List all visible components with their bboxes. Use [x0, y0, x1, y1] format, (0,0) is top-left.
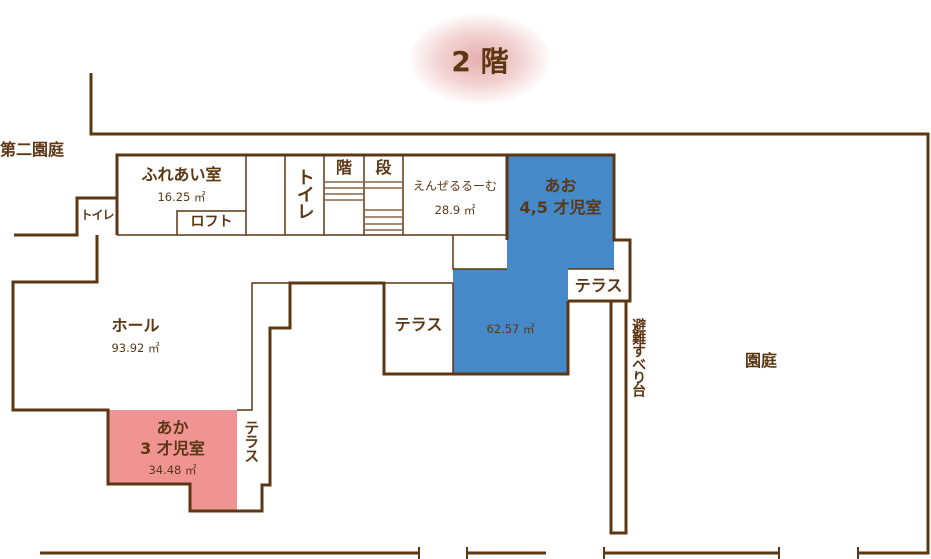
terrace-ao-name[interactable]: テラス [574, 276, 623, 295]
room-toilet-name[interactable]: トイレ [293, 168, 315, 219]
room-loft-name[interactable]: ロフト [190, 214, 233, 230]
room-ao-fill[interactable] [453, 155, 614, 374]
room-aka-subname[interactable]: 3 才児室 [140, 439, 205, 458]
stairs-label-1: 階 [335, 158, 352, 177]
stairs-label-2: 段 [375, 158, 392, 177]
room-ensemble-name[interactable]: えんぜるるーむ [412, 179, 497, 193]
room-aka-fill[interactable] [108, 410, 237, 511]
room-toilet-small-name[interactable]: トイレ [80, 208, 114, 222]
terrace-mid-name[interactable]: テラス [394, 315, 443, 334]
room-aka-name[interactable]: あか [156, 418, 189, 437]
terrace-aka-name[interactable]: テラス [242, 420, 261, 462]
label-garden: 園庭 [745, 351, 778, 370]
floor-title: 2 階 [451, 45, 509, 78]
room-ensemble-area: 28.9 ㎡ [434, 203, 476, 217]
room-fureai-name[interactable]: ふれあい室 [141, 165, 222, 184]
slide-name[interactable]: 避難すべり台 [630, 318, 647, 396]
room-ao-area: 62.57 ㎡ [486, 322, 535, 336]
room-ao-name[interactable]: あお [544, 176, 577, 195]
floor-title-background [410, 14, 550, 104]
label-second-garden: 第二園庭 [0, 140, 65, 159]
room-ao-subname[interactable]: 4,5 才児室 [519, 198, 602, 217]
room-hall-area: 93.92 ㎡ [111, 341, 160, 355]
room-hall-name[interactable]: ホール [111, 316, 160, 335]
room-aka-area: 34.48 ㎡ [148, 463, 197, 477]
room-fureai-area: 16.25 ㎡ [157, 190, 206, 204]
